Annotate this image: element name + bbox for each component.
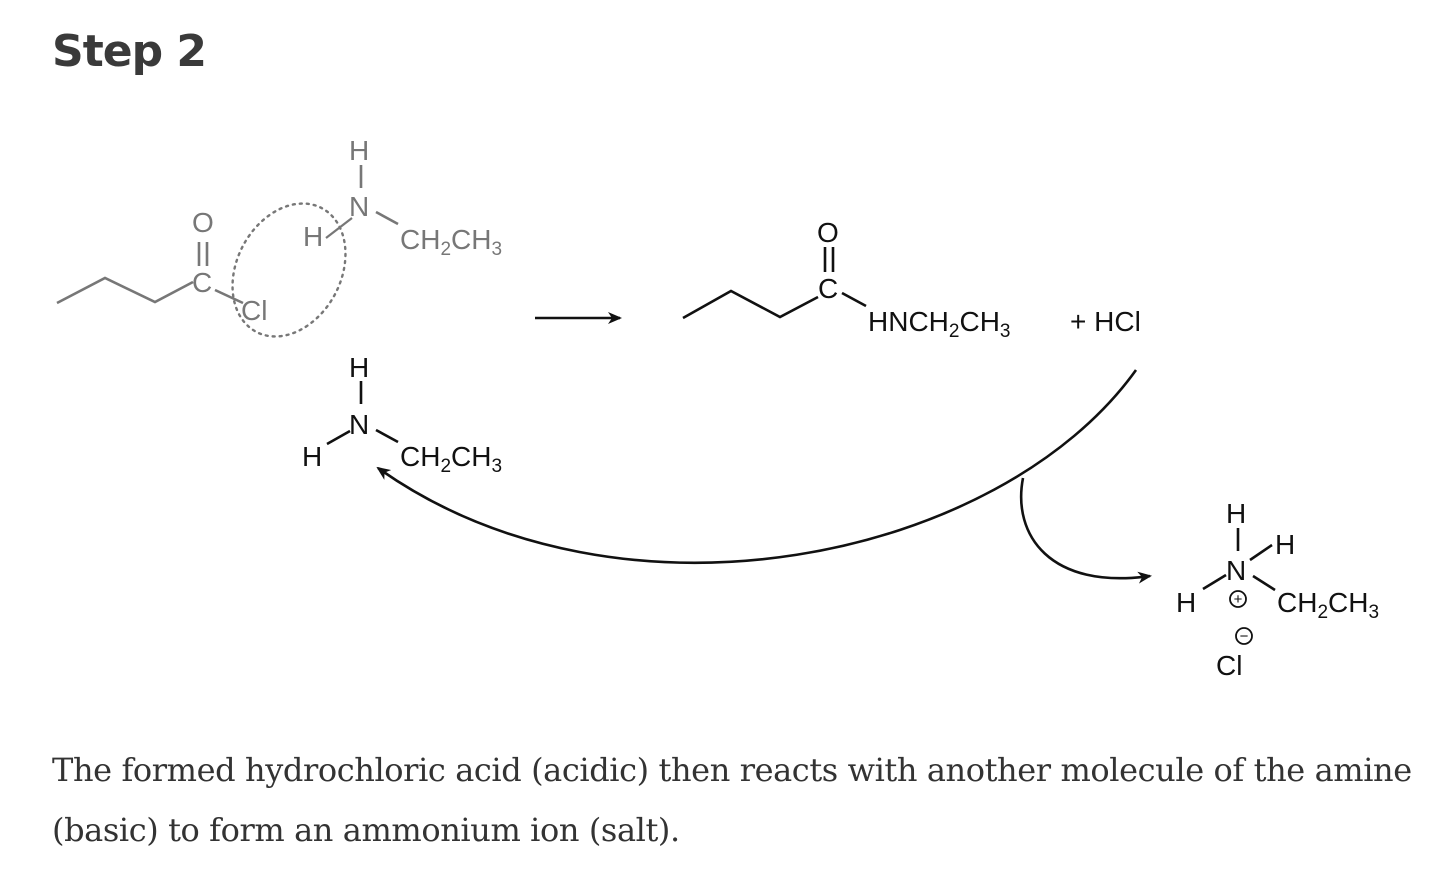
amide-c-n-bond: [841, 291, 867, 308]
acyl-chloride-carbon: C: [192, 267, 212, 298]
negative-charge-sign: −: [1240, 628, 1249, 645]
second-amine-n-ethyl-bond: [375, 428, 399, 444]
ammonium-right-h: H: [1275, 529, 1295, 560]
amide-nh-ethyl-group: HNCH2CH3: [868, 306, 1011, 342]
ammonium-n-ethyl-bond: [1252, 574, 1276, 592]
caption-text: The formed hydrochloric acid (acidic) th…: [52, 751, 1412, 849]
acyl-chloride: [56, 242, 244, 305]
ammonium-n-left-h-bond: [1202, 573, 1227, 591]
acyl-chloride-chlorine: Cl: [241, 295, 267, 326]
second-amine-ethyl-group: CH2CH3: [400, 441, 502, 477]
second-amine-side-h: H: [302, 441, 322, 472]
c-cl-bond: [214, 288, 244, 305]
amide-product: [682, 247, 867, 320]
ammonium-salt: [1202, 528, 1276, 645]
amide-propyl-chain-bonds: [682, 289, 819, 320]
positive-charge-sign: +: [1234, 591, 1243, 608]
chloride-ion: Cl: [1216, 650, 1242, 681]
ammonium-ethyl-group: CH2CH3: [1277, 587, 1379, 623]
hcl-byproduct: + HCl: [1070, 306, 1141, 337]
attacking-amine-n-ethyl-bond: [375, 210, 399, 226]
ammonium-nitrogen: N: [1226, 555, 1246, 586]
attacking-amine-ethyl-group: CH2CH3: [400, 224, 502, 260]
ammonium-n-right-h-bond: [1249, 543, 1273, 562]
negative-charge-circle: [1235, 627, 1253, 645]
second-amine-nitrogen: N: [349, 409, 369, 440]
attacking-amine-top-h: H: [349, 135, 369, 166]
hcl-elimination-ellipse: [231, 202, 347, 338]
ammonium-top-h: H: [1226, 498, 1246, 529]
propyl-chain-bonds: [56, 276, 194, 305]
attacking-amine-side-h: H: [303, 221, 323, 252]
attacking-amine-nitrogen: N: [349, 191, 369, 222]
hcl-to-amine-curved-arrow: [376, 369, 1138, 564]
nh-bond-dashed: [325, 217, 353, 239]
ammonium-left-h: H: [1176, 587, 1196, 618]
second-amine-nh-side-bond: [326, 429, 351, 446]
attacking-amine: [359, 165, 399, 226]
acyl-chloride-oxygen: O: [192, 207, 214, 238]
amide-oxygen: O: [817, 217, 839, 248]
amide-carbon: C: [818, 273, 838, 304]
step-title: Step 2: [52, 26, 207, 77]
positive-charge-circle: [1229, 590, 1247, 608]
branch-to-ammonium-curved-arrow: [1019, 477, 1152, 584]
second-amine: [326, 381, 399, 446]
second-amine-top-h: H: [349, 352, 369, 383]
